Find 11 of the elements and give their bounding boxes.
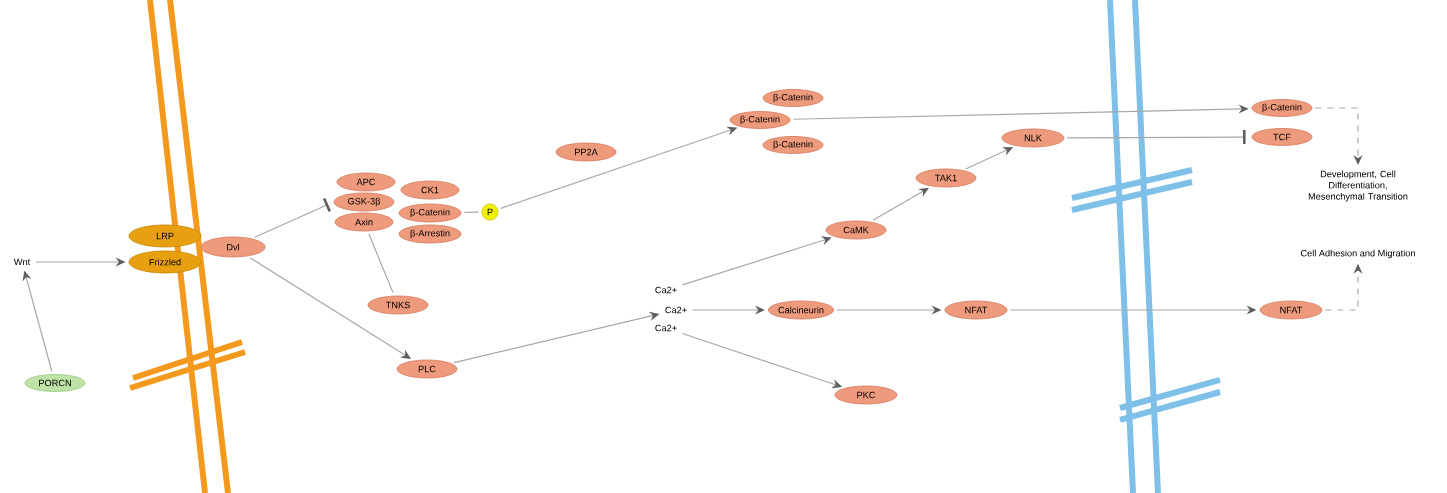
pathway-label: Wnt (13, 258, 31, 266)
pathway-label: Ca2+ (665, 306, 687, 314)
pathway-label: Ca2+ (655, 324, 677, 332)
inhibition-line (1066, 130, 1246, 145)
connector-line (368, 233, 394, 294)
pathway-label: Cell Adhesion and Migration (1300, 249, 1415, 259)
inhibition-line (254, 198, 331, 238)
arrow (681, 236, 832, 286)
pathway-label: Ca2+ (655, 286, 677, 294)
pathway-label: Development, Cell Differentiation, Mesenchymal Transition (1308, 170, 1408, 202)
connector-line (463, 211, 480, 213)
